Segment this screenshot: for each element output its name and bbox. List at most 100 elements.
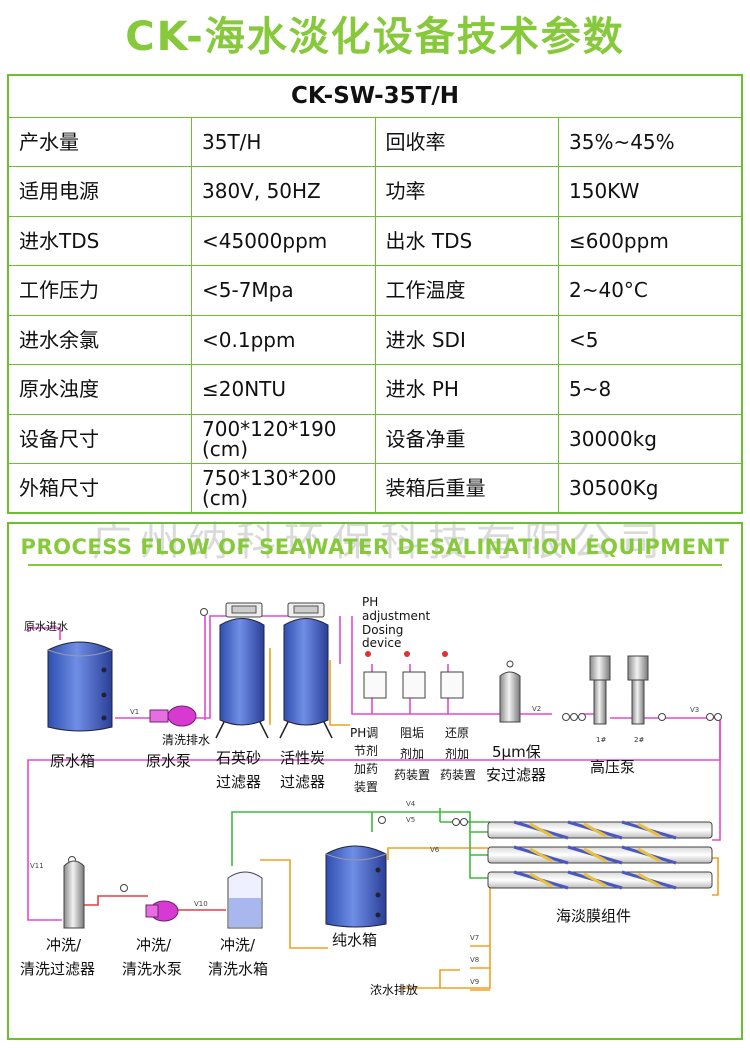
spec-value: 2~40°C bbox=[558, 265, 743, 316]
pump-1-label: 1# bbox=[596, 736, 606, 744]
pure-water-tank bbox=[325, 845, 387, 928]
process-flow-panel bbox=[7, 522, 743, 1040]
flush-filter-label-2: 清洗过滤器 bbox=[20, 960, 95, 978]
spec-value: 750*130*200 (cm) bbox=[191, 463, 376, 514]
spec-value: <5-7Mpa bbox=[191, 265, 376, 316]
valve-v1-label: V1 bbox=[130, 708, 139, 716]
spec-value: <45000ppm bbox=[191, 215, 376, 266]
high-pressure-pumps bbox=[589, 655, 649, 725]
spec-label: 进水余氯 bbox=[7, 314, 192, 365]
valve-v11-label: V11 bbox=[30, 862, 44, 870]
pure-tank-label: 纯水箱 bbox=[332, 931, 377, 949]
flush-pump-label: 冲洗/ bbox=[136, 936, 172, 954]
valve-v6-label: V6 bbox=[430, 846, 440, 854]
page-title: CK-海水淡化设备技术参数 bbox=[125, 14, 625, 60]
carbon-filter bbox=[279, 602, 333, 739]
flush-pump-label-2: 清洗水泵 bbox=[122, 960, 182, 978]
flush-tank-label-2: 清洗水箱 bbox=[208, 960, 268, 978]
reductant-dose-label-2: 剂加 bbox=[445, 746, 469, 761]
ph-device-label-4: device bbox=[362, 636, 401, 650]
membrane-modules bbox=[487, 820, 713, 890]
ph-dose-label-2: 节剂 bbox=[354, 743, 378, 758]
security-filter-label: 5μm保 bbox=[492, 743, 541, 761]
raw-pump-label: 原水泵 bbox=[146, 752, 191, 770]
spec-value: <0.1ppm bbox=[191, 314, 376, 365]
flush-tank-label: 冲洗/ bbox=[220, 936, 256, 954]
spec-row: 进水TDS <45000ppm 出水 TDS ≤600ppm bbox=[7, 215, 743, 266]
antiscalant-dose-label-3: 药装置 bbox=[394, 768, 430, 782]
carbon-filter-label: 活性炭 bbox=[280, 749, 325, 767]
pressure-gauges bbox=[68, 608, 722, 892]
spec-value: 700*120*190 (cm) bbox=[191, 413, 376, 464]
reductant-dose-label: 还原 bbox=[445, 726, 469, 740]
spec-label: 原水浊度 bbox=[7, 364, 192, 415]
spec-label: 进水 PH bbox=[374, 364, 559, 415]
spec-row: 工作压力 <5-7Mpa 工作温度 2~40°C bbox=[7, 265, 743, 316]
spec-value: ≤600ppm bbox=[558, 215, 743, 266]
spec-row: 适用电源 380V, 50HZ 功率 150KW bbox=[7, 166, 743, 217]
flush-tank bbox=[227, 871, 263, 929]
ph-dose-label-3: 加药 bbox=[354, 762, 378, 776]
spec-value: <5 bbox=[558, 314, 743, 365]
ph-device-label-2: adjustment bbox=[362, 609, 431, 623]
hp-pump-label: 高压泵 bbox=[590, 758, 635, 776]
spec-value: 35T/H bbox=[191, 116, 376, 167]
flush-filter bbox=[63, 860, 85, 929]
brine-drain-label: 浓水排放 bbox=[370, 982, 418, 997]
model-row: CK-SW-35T/H bbox=[7, 74, 743, 118]
carbon-filter-label-2: 过滤器 bbox=[280, 773, 325, 791]
ph-dose-label-4: 装置 bbox=[354, 780, 378, 794]
spec-value: 30000kg bbox=[558, 413, 743, 464]
company-watermark: 广州纳科环保科技有限公司 bbox=[92, 519, 668, 565]
spec-row: 设备尺寸 700*120*190 (cm) 设备净重 30000kg bbox=[7, 413, 743, 464]
flush-filter-label: 冲洗/ bbox=[46, 936, 82, 954]
raw-water-tank bbox=[47, 641, 113, 732]
title-underline bbox=[28, 564, 722, 566]
spec-table: CK-SW-35T/H 产水量 35T/H 回收率 35%~45% 适用电源 3… bbox=[7, 74, 743, 514]
spec-row: 外箱尺寸 750*130*200 (cm) 装箱后重量 30500Kg bbox=[7, 463, 743, 514]
pipes bbox=[27, 615, 721, 991]
valve-v10-label: V10 bbox=[194, 900, 208, 908]
spec-value: 380V, 50HZ bbox=[191, 166, 376, 217]
spec-value: ≤20NTU bbox=[191, 364, 376, 415]
membrane-label: 海淡膜组件 bbox=[556, 907, 631, 925]
raw-tank-label: 原水箱 bbox=[50, 752, 95, 770]
valve-v9-label: V9 bbox=[470, 978, 479, 986]
valve-v5-label: V5 bbox=[406, 816, 415, 824]
spec-row: 原水浊度 ≤20NTU 进水 PH 5~8 bbox=[7, 364, 743, 415]
spec-value: 35%~45% bbox=[558, 116, 743, 167]
sand-filter-label-2: 过滤器 bbox=[216, 773, 261, 791]
antiscalant-dose-label: 阻垢 bbox=[400, 726, 424, 740]
flush-drain-label: 清洗排水 bbox=[162, 733, 210, 747]
flow-title: PROCESS FLOW OF SEAWATER DESALINATION EQ… bbox=[20, 535, 730, 559]
raw-water-pump bbox=[149, 705, 197, 727]
sand-filter-label: 石英砂 bbox=[216, 749, 261, 767]
flush-pump bbox=[145, 900, 179, 922]
ph-dose-label: PH调 bbox=[350, 726, 378, 740]
security-filter-label-2: 安过滤器 bbox=[486, 766, 546, 784]
security-filter bbox=[499, 660, 521, 723]
pump-2-label: 2# bbox=[634, 736, 644, 744]
valve-v7-label: V7 bbox=[470, 934, 479, 942]
spec-label: 外箱尺寸 bbox=[7, 463, 192, 514]
raw-inlet-label: 原水进水 bbox=[24, 620, 68, 633]
dosing-tanks bbox=[363, 651, 464, 699]
ph-device-label: PH bbox=[362, 595, 378, 609]
antiscalant-dose-label-2: 剂加 bbox=[400, 746, 424, 761]
spec-value: 150KW bbox=[558, 166, 743, 217]
valve-v3-label: V3 bbox=[690, 706, 699, 714]
valve-v2-label: V2 bbox=[532, 705, 541, 713]
spec-label: 进水TDS bbox=[7, 215, 192, 266]
ph-device-label-3: Dosing bbox=[362, 623, 403, 637]
valve-v4-label: V4 bbox=[406, 800, 416, 808]
spec-label: 装箱后重量 bbox=[374, 463, 559, 514]
spec-value: 30500Kg bbox=[558, 463, 743, 514]
spec-label: 设备净重 bbox=[374, 413, 559, 464]
spec-label: 工作压力 bbox=[7, 265, 192, 316]
spec-label: 设备尺寸 bbox=[7, 413, 192, 464]
spec-value: 5~8 bbox=[558, 364, 743, 415]
spec-label: 适用电源 bbox=[7, 166, 192, 217]
sand-filter bbox=[215, 602, 269, 739]
valve-v8-label: V8 bbox=[470, 956, 479, 964]
